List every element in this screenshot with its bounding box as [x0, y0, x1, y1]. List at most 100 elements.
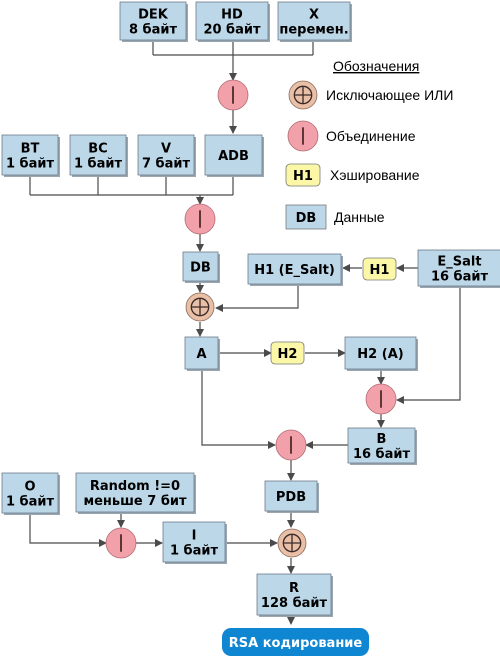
box-v-line-1: 7 байт	[142, 157, 191, 172]
xor-op-2-icon	[277, 528, 307, 558]
box-db-frame	[182, 251, 219, 282]
box-bc-frame	[69, 134, 127, 176]
union-op-4-icon	[275, 429, 307, 461]
box-a-line-0: A	[196, 347, 206, 362]
box-adb: ADB	[204, 134, 264, 177]
box-adb-frame	[204, 134, 263, 176]
box-bt-line-1: 1 байт	[6, 157, 55, 172]
union-op-2-icon	[184, 203, 216, 235]
legend-data-label: Данные	[334, 209, 385, 225]
legend-xor-symbol-icon	[288, 80, 318, 110]
box-b-line-0: B	[377, 432, 387, 447]
union-op-3-icon	[365, 383, 397, 415]
box-v: V7 байт	[137, 134, 196, 177]
box-dek-line-0: DEK	[138, 8, 169, 23]
legend-hash-label: Хэширование	[330, 167, 420, 183]
union-op-5-icon	[105, 527, 137, 559]
box-i-frame	[162, 521, 226, 563]
legend-xor-icon	[288, 80, 318, 110]
box-h2a: H2 (A)	[344, 336, 418, 371]
line-esalt-to-union3	[396, 286, 461, 404]
hash-tag-h1-frame	[362, 257, 397, 281]
box-hd-frame	[195, 1, 269, 41]
box-esalt-frame	[417, 249, 500, 287]
hash-tag-h2-frame	[270, 341, 305, 365]
box-a-frame	[184, 336, 219, 370]
box-h1esalt-frame	[247, 253, 342, 285]
legend-hash-tag	[285, 163, 321, 187]
box-bt-frame	[1, 134, 59, 176]
legend-data-box-label: DB	[296, 211, 317, 226]
line-a-to-union4	[201, 369, 276, 449]
box-random-line-0: Random !=0	[90, 479, 180, 494]
box-h1esalt-line-0: H1 (E_Salt)	[254, 263, 335, 278]
xor-op-1-icon	[185, 292, 215, 322]
union-op-1-icon	[217, 79, 249, 111]
operator-nodes	[105, 79, 397, 559]
box-db-line-0: DB	[190, 261, 211, 276]
box-bc-line-0: BC	[88, 142, 107, 157]
legend-union-icon	[287, 120, 319, 152]
legend-data-box	[285, 204, 327, 230]
box-dek-frame	[119, 1, 187, 41]
box-dek-line-1: 8 байт	[129, 23, 178, 38]
box-x-line-0: X	[309, 8, 319, 23]
legend-union-symbol-icon	[287, 120, 319, 152]
box-x-frame	[277, 1, 351, 41]
connector-lines	[29, 40, 461, 625]
line-o-to-union5	[29, 513, 107, 547]
box-pdb-line-0: PDB	[276, 490, 306, 505]
legend-hash-tag-label: H1	[293, 169, 313, 184]
box-o: O1 байт	[1, 472, 60, 515]
box-b-frame	[347, 427, 416, 464]
box-b-line-1: 16 байт	[353, 447, 411, 462]
box-esalt-line-0: E_Salt	[437, 255, 481, 270]
hash-tag-h2: H2	[270, 341, 305, 365]
box-pdb-frame	[264, 480, 318, 512]
box-o-line-0: O	[24, 480, 35, 495]
box-x-line-1: перемен.	[279, 23, 348, 38]
rsa-node: RSA кодирование	[222, 628, 369, 656]
box-esalt-line-1: 16 байт	[431, 270, 489, 285]
box-i-line-1: 1 байт	[170, 544, 219, 559]
box-h2a-frame	[344, 336, 417, 370]
line-h1esalt-to-xor1	[215, 284, 299, 312]
box-o-line-1: 1 байт	[6, 495, 55, 510]
hash-tag-h1: H1	[362, 257, 397, 281]
box-v-line-0: V	[161, 142, 171, 157]
hash-tag-h2-label: H2	[278, 347, 298, 362]
box-v-frame	[137, 134, 195, 176]
hash-tag-h1-label: H1	[370, 263, 390, 278]
box-bc-line-1: 1 байт	[74, 157, 123, 172]
box-hd-line-0: HD	[221, 8, 243, 23]
legend: Обозначения Исключающее ИЛИ Объединение …	[285, 58, 453, 230]
box-h1esalt: H1 (E_Salt)	[247, 253, 343, 286]
box-o-frame	[1, 472, 59, 514]
box-a: A	[184, 336, 220, 371]
box-i-line-0: I	[192, 529, 197, 544]
box-i: I1 байт	[162, 521, 227, 564]
rsa-label: RSA кодирование	[229, 636, 363, 651]
legend-union-label: Объединение	[326, 128, 416, 144]
box-r-line-0: R	[289, 581, 299, 596]
box-random-frame	[75, 472, 195, 513]
box-r-frame	[256, 573, 332, 616]
box-r-line-1: 128 байт	[261, 596, 328, 611]
box-bt-line-0: BT	[21, 142, 40, 157]
box-hd-line-1: 20 байт	[203, 23, 261, 38]
box-random-line-1: меньше 7 бит	[83, 494, 187, 509]
box-pdb: PDB	[264, 480, 319, 513]
legend-title: Обозначения	[333, 58, 419, 74]
legend-xor-label: Исключающее ИЛИ	[326, 87, 453, 103]
rsa-box	[222, 628, 369, 656]
box-db: DB	[182, 251, 220, 283]
